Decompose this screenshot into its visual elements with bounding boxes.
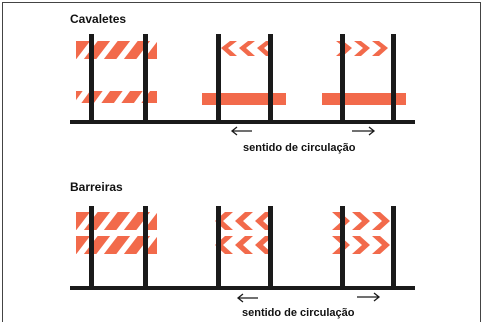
post [216,206,221,288]
arrow-left-icon [230,126,252,136]
barreira-chevron-left [215,212,273,254]
post [143,34,148,122]
cavalete-chevron-right [322,34,406,122]
ground-line [70,286,415,290]
cavalete-diagonal [76,34,157,122]
section-title-barreiras: Barreiras [70,180,123,194]
post [268,206,273,288]
barreira-diagonal [76,206,157,288]
arrow-right-icon [352,126,376,136]
post [143,206,148,288]
post [89,34,94,122]
post [340,34,345,122]
post [340,206,345,288]
arrow-right-icon [357,292,381,302]
arrow-left-icon [236,293,258,303]
base-board [202,93,286,105]
cavaletes-section [70,34,415,136]
post [391,34,396,122]
direction-caption-cavaletes: sentido de circulação [243,142,356,154]
cavalete-chevron-left [202,34,286,122]
section-title-cavaletes: Cavaletes [70,12,127,26]
direction-caption-barreiras: sentido de circulação [242,307,355,319]
post [89,206,94,288]
barreiras-section [70,206,415,303]
ground-line [70,120,415,124]
post [268,34,273,122]
post [216,34,221,122]
post [391,206,396,288]
